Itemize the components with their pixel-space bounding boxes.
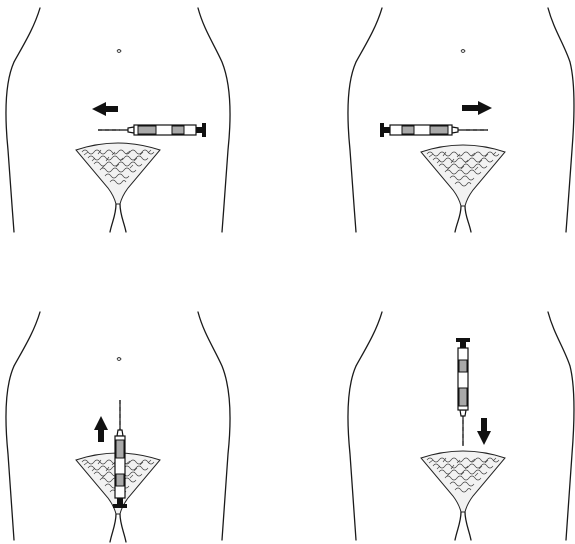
pubic-hair [421,451,505,512]
arrow-right-icon [462,101,492,115]
panel-top-left [6,8,230,232]
torso-left-outline [348,312,382,540]
torso-right-outline [548,8,574,232]
arrow-up-icon [94,416,108,442]
navel [117,50,121,53]
torso-left-outline [6,8,40,232]
panel-top-right [348,8,574,232]
leg-line-left [110,514,116,542]
torso-right-outline [198,312,230,540]
torso-left-outline [6,312,40,540]
leg-line-right [120,514,126,542]
torso-left-outline [348,8,382,232]
leg-line-left [455,206,461,232]
leg-line-right [120,204,126,232]
leg-line-left [110,204,116,232]
navel [117,358,121,361]
leg-line-right [465,206,471,232]
arrow-left-icon [92,102,118,116]
navel [461,50,465,53]
pubic-hair [76,143,160,204]
arrow-down-icon [477,418,491,445]
torso-right-outline [548,312,574,540]
leg-line-left [455,512,461,540]
syringe-icon [380,123,488,137]
pubic-hair [421,145,505,206]
panel-bottom-right [348,312,574,540]
leg-line-right [465,512,471,540]
panel-bottom-left [6,312,230,542]
torso-right-outline [198,8,230,232]
